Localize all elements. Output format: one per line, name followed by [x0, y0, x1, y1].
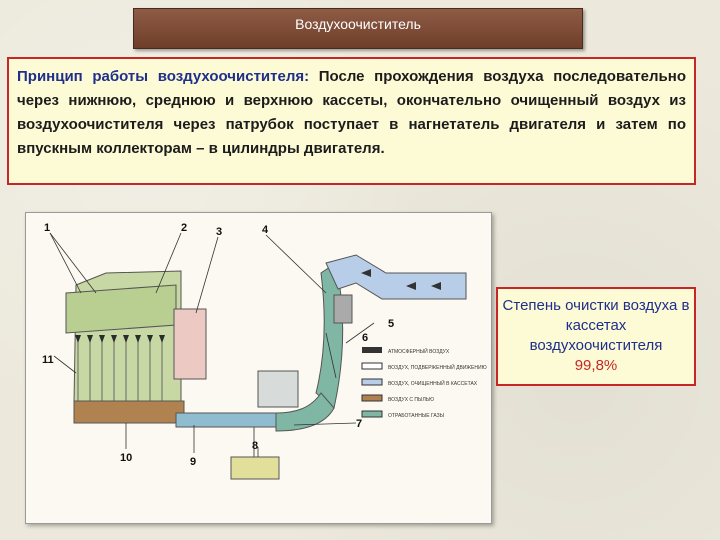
- outlet-pipe-housing: [173, 308, 207, 380]
- callout-10: 10: [120, 452, 132, 464]
- callout-4: 4: [262, 224, 269, 236]
- callout-11: 11: [42, 354, 54, 366]
- support-bracket: [333, 294, 353, 324]
- cassette-pleats: [77, 341, 163, 401]
- callout-8: 8: [252, 440, 258, 452]
- callout-leaders: [49, 232, 375, 457]
- callout-5: 5: [388, 318, 394, 330]
- description-body: После прохождения воздуха последовательн…: [17, 68, 686, 157]
- callout-7: 7: [356, 418, 362, 430]
- slide-title: Воздухоочиститель: [133, 8, 583, 49]
- callout-9: 9: [190, 456, 196, 468]
- description-lead: Принцип работы воздухоочистителя:: [17, 68, 310, 85]
- callout-6: 6: [362, 332, 368, 344]
- ejector-box: [257, 370, 299, 408]
- dust-tray: [73, 400, 185, 424]
- exhaust-elbow: [275, 392, 335, 432]
- efficiency-label: Степень очистки воздуха в кассетах возду…: [502, 297, 690, 354]
- callout-numbers: 1 2 3 4 5 6 7 8 9 10 11: [42, 222, 394, 468]
- inlet-arrows: [75, 335, 165, 343]
- connecting-pipe: [175, 412, 277, 428]
- legend-item-2: ВОЗДУХ, ОЧИЩЕННЫЙ В КАССЕТАХ: [388, 379, 478, 387]
- flow-arrows: [361, 269, 441, 290]
- legend-item-3: ВОЗДУХ С ПЫЛЬЮ: [388, 397, 434, 403]
- upper-cassette: [65, 284, 177, 334]
- callout-1: 1: [44, 222, 50, 234]
- efficiency-box: Степень очистки воздуха в кассетах возду…: [496, 287, 696, 386]
- callout-3: 3: [216, 226, 222, 238]
- legend-item-0: АТМОСФЕРНЫЙ ВОЗДУХ: [388, 347, 450, 355]
- outlet-duct: [325, 254, 467, 300]
- air-cleaner-diagram: АТМОСФЕРНЫЙ ВОЗДУХ ВОЗДУХ, ПОДВЕРЖЕННЫЙ …: [25, 212, 492, 524]
- description-box: Принцип работы воздухоочистителя: После …: [7, 57, 696, 185]
- legend: АТМОСФЕРНЫЙ ВОЗДУХ ВОЗДУХ, ПОДВЕРЖЕННЫЙ …: [361, 347, 487, 419]
- callout-2: 2: [181, 222, 187, 234]
- legend-item-4: ОТРАБОТАННЫЕ ГАЗЫ: [388, 413, 445, 419]
- legend-item-1: ВОЗДУХ, ПОДВЕРЖЕННЫЙ ДВИЖЕНИЮ: [388, 363, 487, 371]
- diagram-svg: АТМОСФЕРНЫЙ ВОЗДУХ ВОЗДУХ, ПОДВЕРЖЕННЫЙ …: [42, 222, 487, 480]
- efficiency-value: 99,8%: [574, 357, 618, 374]
- dust-bin: [230, 456, 280, 480]
